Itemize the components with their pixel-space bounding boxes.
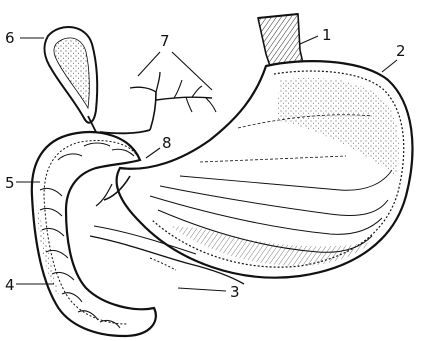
- leader-line-3: [178, 288, 226, 291]
- stomach-shape: [117, 61, 413, 278]
- label-gallbladder: 6: [5, 29, 15, 47]
- leader-line-2: [382, 60, 397, 72]
- leader-line-7a: [138, 52, 160, 76]
- label-ducts: 7: [160, 32, 170, 50]
- leader-line-8: [146, 148, 160, 158]
- duodenum-shape: [32, 132, 156, 336]
- bile-ducts-shape: [100, 72, 216, 133]
- leader-line-1: [300, 36, 318, 44]
- gallbladder-shape: [45, 27, 98, 132]
- label-pylorus: 8: [162, 134, 172, 152]
- label-duodenum-lower: 4: [5, 276, 15, 294]
- leader-line-7b: [172, 52, 212, 90]
- label-cord: 3: [230, 283, 240, 301]
- label-stomach-wall: 2: [396, 42, 406, 60]
- label-duodenum-upper: 5: [5, 174, 15, 192]
- label-esophagus: 1: [322, 26, 332, 44]
